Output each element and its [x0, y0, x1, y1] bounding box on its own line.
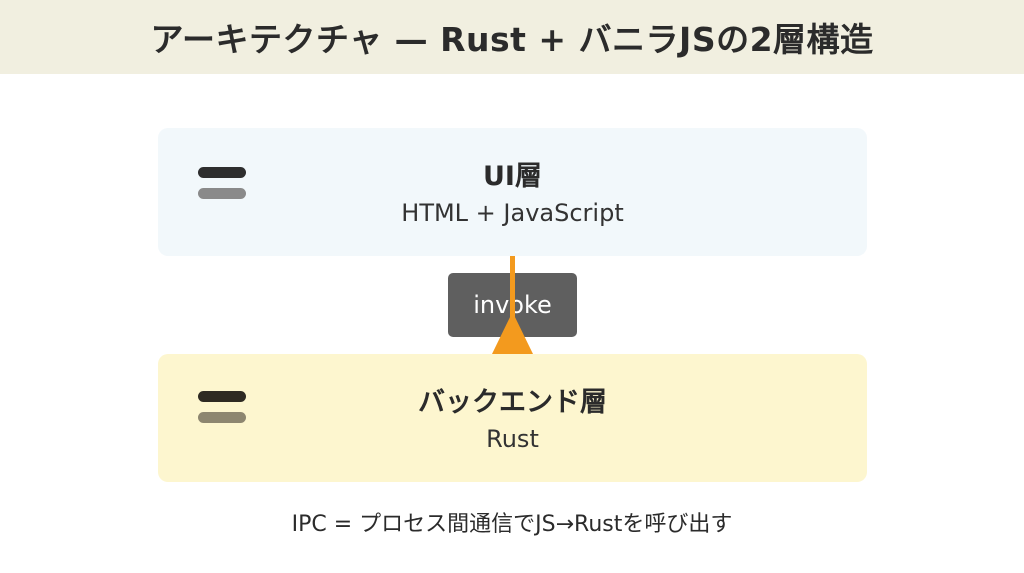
title-bar: アーキテクチャ — Rust + バニラJSの2層構造 — [0, 0, 1024, 74]
ui-layer-subtitle: HTML + JavaScript — [401, 199, 624, 227]
layer-stack-icon — [198, 391, 246, 425]
page-title: アーキテクチャ — Rust + バニラJSの2層構造 — [150, 20, 874, 59]
ui-layer-box: UI層 HTML + JavaScript — [158, 128, 867, 256]
backend-layer-subtitle: Rust — [486, 425, 539, 453]
ui-layer-heading: UI層 — [483, 161, 542, 192]
backend-layer-box: バックエンド層 Rust — [158, 354, 867, 482]
caption: IPC = プロセス間通信でJS→Rustを呼び出す — [291, 512, 733, 537]
icon-bar-bottom — [198, 188, 246, 199]
icon-bar-bottom — [198, 412, 246, 423]
invoke-label: invoke — [448, 273, 577, 337]
layer-stack-icon — [198, 167, 246, 201]
icon-bar-top — [198, 391, 246, 402]
backend-layer-heading: バックエンド層 — [418, 387, 607, 418]
icon-bar-top — [198, 167, 246, 178]
